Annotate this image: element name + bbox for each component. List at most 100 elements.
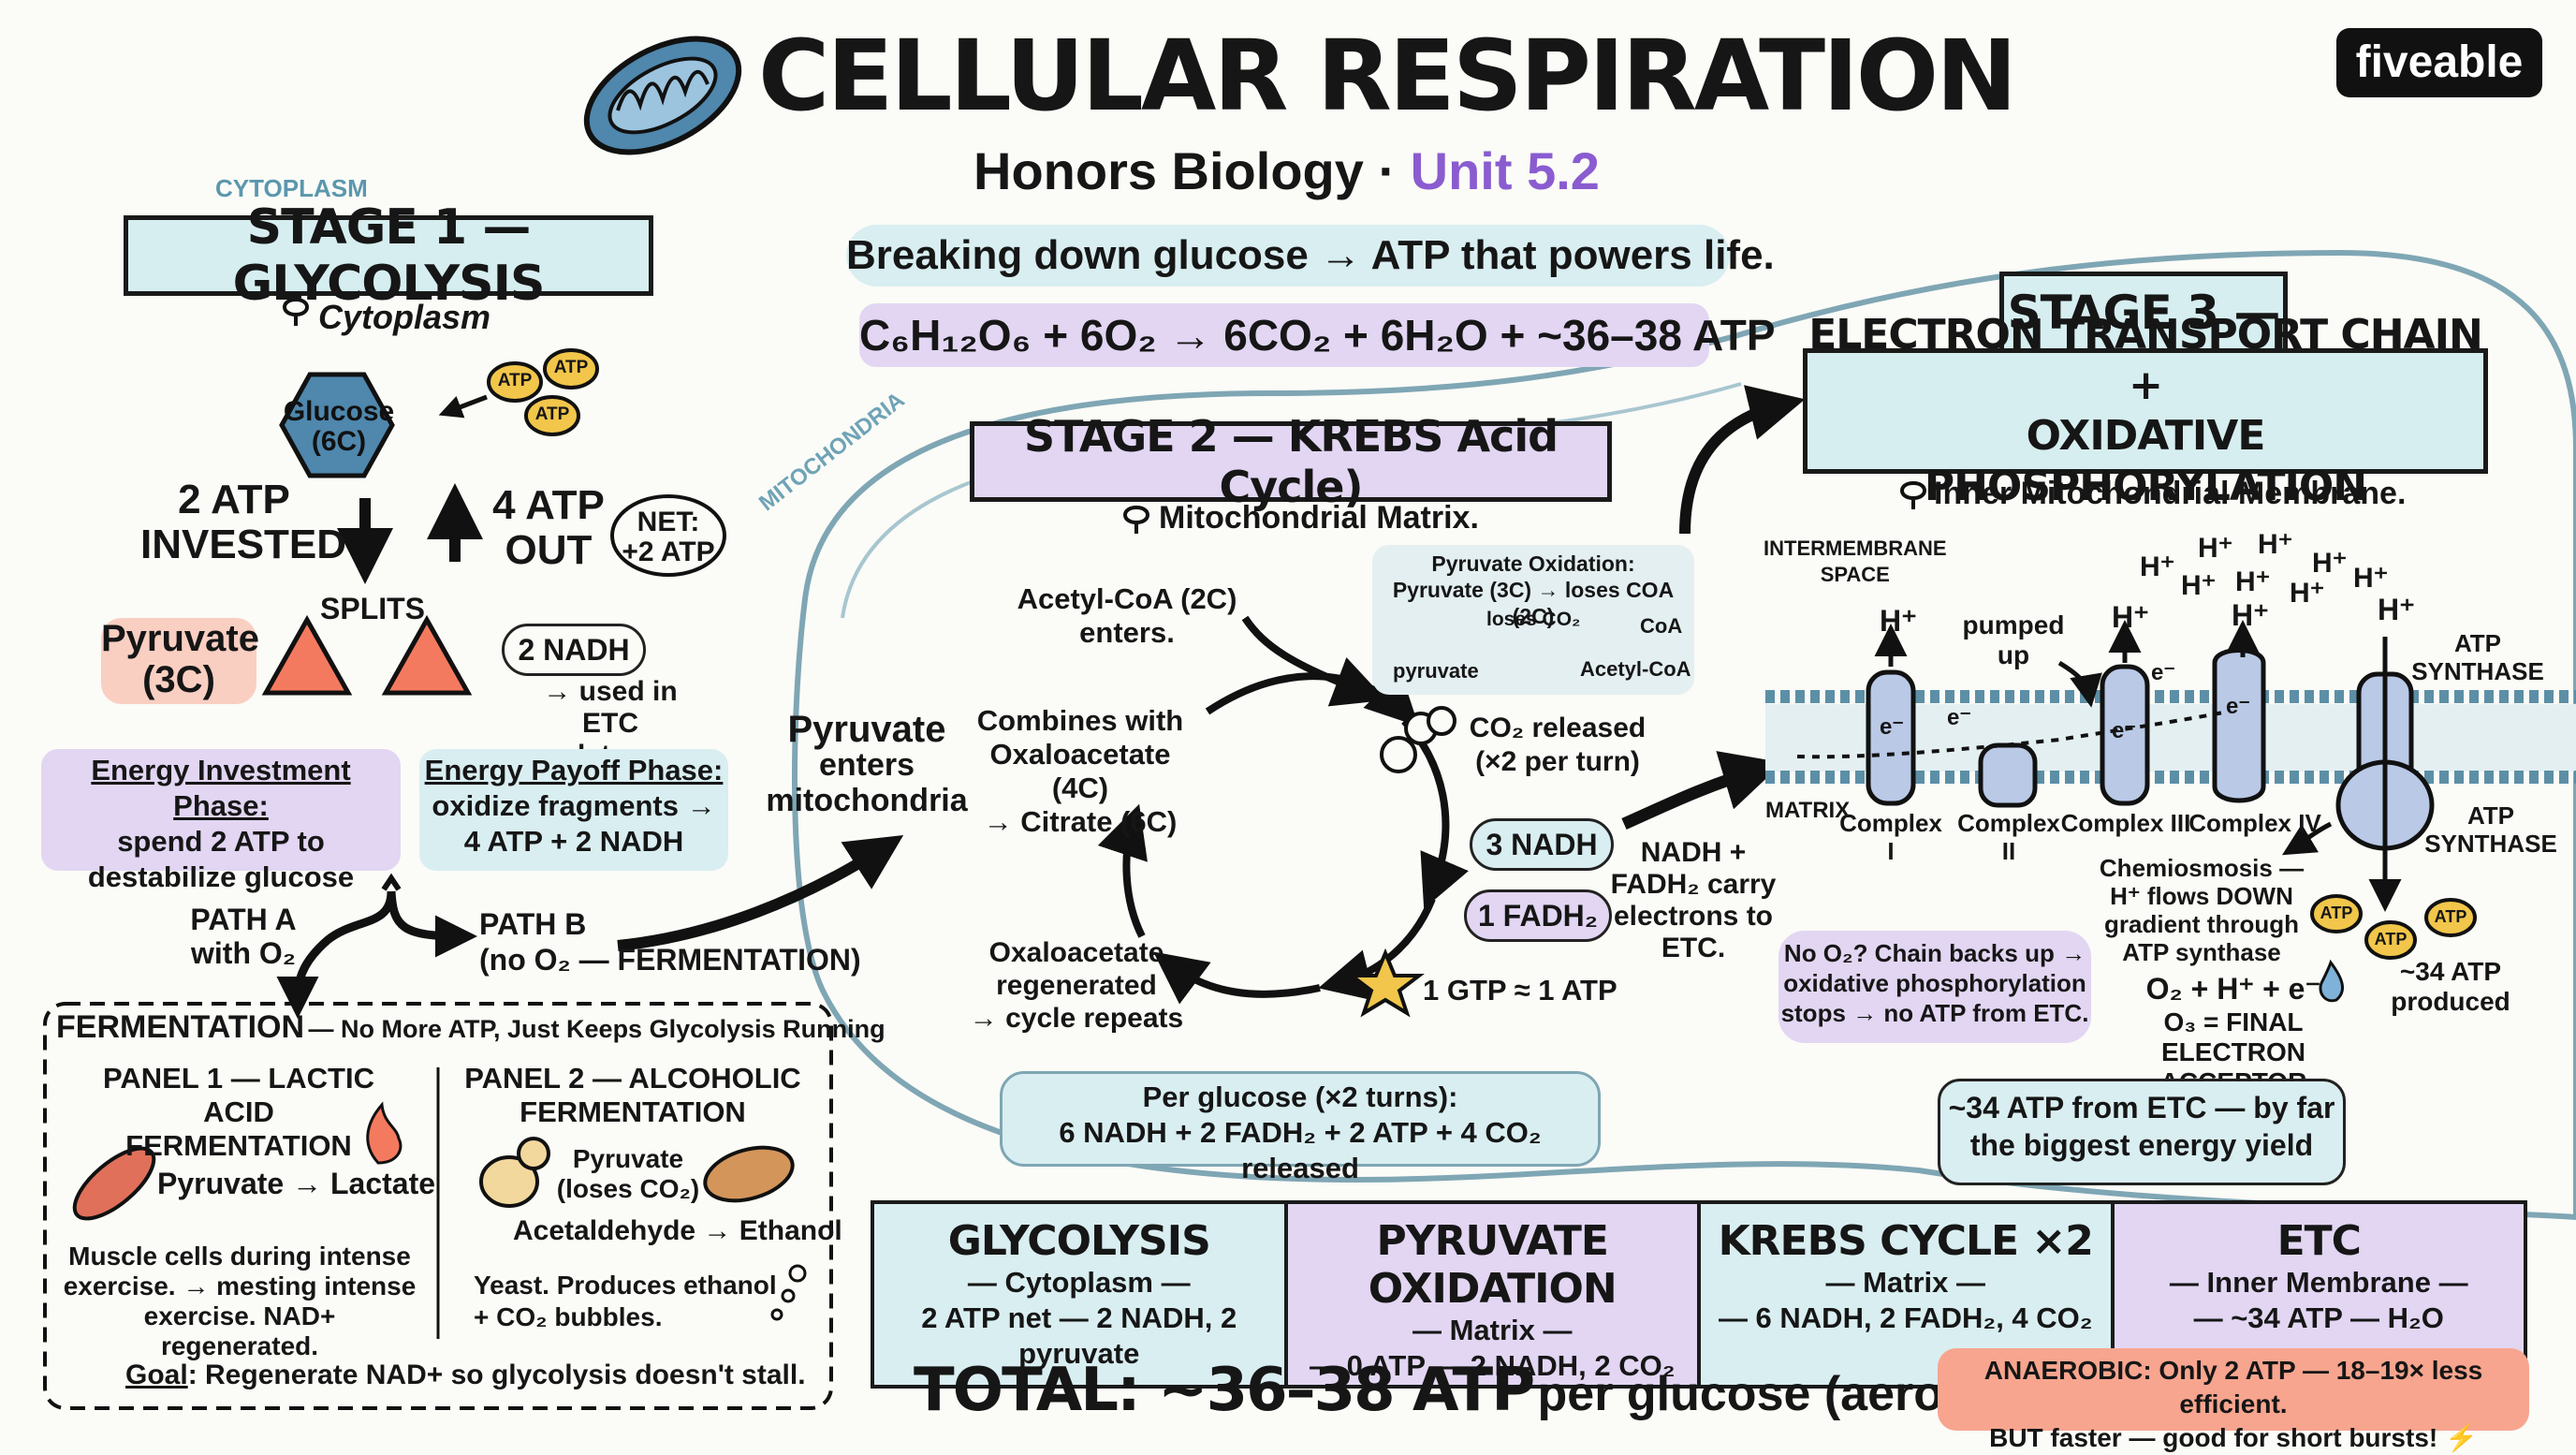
intermembrane-label: INTERMEMBRANE SPACE <box>1764 536 1947 586</box>
ox-pyruvate: pyruvate <box>1393 659 1479 683</box>
fire-icon <box>366 1101 402 1165</box>
cytoplasm-label: CYTOPLASM <box>215 174 368 202</box>
pumped-up: pumped up <box>1962 610 2065 669</box>
etc-yield-note: ~34 ATP from ETC — by far the biggest en… <box>1938 1079 2346 1185</box>
pin-icon <box>283 297 1926 534</box>
tagline: Breaking down glucose → ATP that powers … <box>846 225 1775 287</box>
panel1-note: Muscle cells during intense exercise. → … <box>63 1242 417 1360</box>
bread-icon <box>703 1145 795 1203</box>
summary-cell-pyruvate-oxidation: PYRUVATE OXIDATION — Matrix — — 0 ATP — … <box>1283 1200 1701 1389</box>
complex-3-label: Complex III <box>2060 809 2191 837</box>
oxaloacetate-regenerated: Oxaloacetate regenerated → cycle repeats <box>969 937 1184 1034</box>
h-plus-ion: H⁺ <box>2198 533 2233 564</box>
ox-acetyl: Acetyl-CoA <box>1580 657 1691 681</box>
yeast-icon <box>479 1137 550 1208</box>
panel2-title: PANEL 2 — ALCOHOLIC FERMENTATION <box>464 1062 801 1128</box>
complex-1-label: Complex I <box>1839 809 1942 865</box>
net-atp-circle <box>610 494 726 577</box>
synthase-coin-label-3: ATP <box>2434 907 2467 926</box>
h-plus-ion: H⁺ <box>2235 566 2271 597</box>
h-plus-ion: H⁺ <box>2112 600 2149 634</box>
h-plus-ion: H⁺ <box>2181 570 2217 601</box>
h-plus-ion: H⁺ <box>2312 548 2348 579</box>
stage1-banner: STAGE 1 — GLYCOLYSIS <box>124 199 653 312</box>
synthase-coin-label-1: ATP <box>2320 904 2353 922</box>
chemiosmosis-note: Chemiosmosis — H⁺ flows DOWN gradient th… <box>2099 854 2305 966</box>
total-atp: TOTAL: ~36–38 ATP per glucose (aerobic) <box>914 1356 2030 1425</box>
h-plus-ion: H⁺ <box>2353 563 2389 594</box>
electron: e⁻ <box>2151 660 2176 685</box>
stage3-banner-top: STAGE 3 — <box>1999 272 2288 354</box>
ox-coa: CoA <box>1640 614 1683 638</box>
atp-synthase-top-label: ATP SYNTHASE <box>2411 629 2544 685</box>
panel2-reaction: Pyruvate (loses CO₂) <box>556 1144 700 1203</box>
atp-coin-label-2: ATP <box>553 358 589 377</box>
electron: e⁻ <box>1880 714 1905 740</box>
electron: e⁻ <box>1947 705 1972 730</box>
fadh-badge-krebs: 1 FADH₂ <box>1464 889 1612 942</box>
stage1-location: Cytoplasm <box>318 298 491 336</box>
anaerobic-note: ANAEROBIC: Only 2 ATP — 18–19× less effi… <box>1938 1348 2529 1452</box>
stage2-banner: STAGE 2 — KREBS Acid Cycle) <box>970 411 1612 512</box>
complex-4-label: Complex IV <box>2188 809 2321 837</box>
investment-phase: Energy Investment Phase: spend 2 ATP to … <box>41 749 401 893</box>
electron: e⁻ <box>2226 694 2251 719</box>
nadh-badge-glycolysis: 2 NADH <box>502 624 646 676</box>
summary-row: GLYCOLYSIS — Cytoplasm — 2 ATP net — 2 N… <box>871 1200 2527 1389</box>
fermentation-title: FERMENTATION — No More ATP, Just Keeps G… <box>56 1009 886 1045</box>
synthase-coin-label-2: ATP <box>2374 930 2408 948</box>
glucose-label: Glucose (6C) <box>283 396 395 457</box>
gtp-label: 1 GTP ≈ 1 ATP <box>1423 974 1617 1007</box>
h-plus-ion: H⁺ <box>2378 593 2415 626</box>
atp-produced: ~34 ATP produced <box>2391 957 2510 1016</box>
panel2-note: Yeast. Produces ethanol + CO₂ bubbles. <box>474 1271 777 1331</box>
co2-cloud-icon <box>1380 706 1456 773</box>
pyruvate-label: Pyruvate (3C) <box>101 618 259 704</box>
subtitle: Honors Biology · Unit 5.2 <box>973 140 1722 201</box>
subtitle-unit: Unit 5.2 <box>1410 141 1600 200</box>
path-a: PATH A with O₂ <box>190 903 297 970</box>
summary-cell-krebs: KREBS CYCLE ×2 — Matrix — — 6 NADH, 2 FA… <box>1697 1200 2115 1389</box>
glucose-hexagon <box>279 372 395 478</box>
nadh-badge-krebs: 3 NADH <box>1470 818 1614 871</box>
payoff-phase: Energy Payoff Phase: oxidize fragments →… <box>419 749 728 871</box>
panel1-title: PANEL 1 — LACTIC ACID FERMENTATION <box>103 1062 374 1162</box>
fiveable-logo[interactable]: fiveable <box>2336 28 2542 97</box>
atp-invested: 2 ATP INVESTED <box>140 477 347 567</box>
electron: e⁻ <box>2112 718 2137 743</box>
stage2-location: Mitochondrial Matrix. <box>1159 500 1479 536</box>
water-drop-icon <box>2319 959 2345 1003</box>
gtp-star-icon <box>1346 948 1425 1018</box>
per-glucose-summary: Per glucose (×2 turns): 6 NADH + 2 FADH₂… <box>1000 1071 1601 1184</box>
pyruvate-enters: Pyruvate enters mitochondria <box>766 709 968 818</box>
acetyl-enters: Acetyl-CoA (2C) enters. <box>1017 582 1237 649</box>
pyruvate-triangle-2 <box>381 614 473 696</box>
co2-released: CO₂ released (×2 per turn) <box>1469 713 1647 777</box>
mitochondrion-icon <box>583 36 742 155</box>
path-b: PATH B (no O₂ — FERMENTATION) <box>479 907 861 977</box>
subtitle-course: Honors Biology · <box>973 141 1397 200</box>
bubbles-icon <box>770 1264 807 1321</box>
page-title: CELLULAR RESPIRATION <box>758 19 2017 133</box>
h-plus-ion: H⁺ <box>2258 529 2293 560</box>
summary-table: GLYCOLYSIS — Cytoplasm — 2 ATP net — 2 N… <box>871 1200 2527 1389</box>
fermentation-box <box>43 1002 833 1410</box>
h-plus-ion: H⁺ <box>2290 578 2325 609</box>
muscle-icon <box>72 1146 156 1221</box>
net-atp: NET: +2 ATP <box>622 507 715 567</box>
atp-out: 4 ATP OUT <box>492 482 605 573</box>
atp-coin-label-1: ATP <box>497 371 533 390</box>
no-oxygen-note: No O₂? Chain backs up → oxidative phosph… <box>1778 931 2091 1043</box>
h-plus-ion: H⁺ <box>1880 604 1917 638</box>
overall-equation: C₆H₁₂O₆ + 6O₂ → 6CO₂ + 6H₂O + ~36–38 ATP <box>859 303 1776 367</box>
atp-coin-label-3: ATP <box>534 404 570 424</box>
pyruvate-triangle-1 <box>261 614 353 696</box>
ox-loses: loses CO₂ <box>1486 609 1581 630</box>
panel2-reaction-2: Acetaldehyde → Ethanol <box>513 1215 842 1246</box>
combines-with: Combines with Oxaloacetate (4C) → Citrat… <box>976 704 1184 838</box>
complex-2-label: Complex II <box>1957 809 2060 865</box>
atp-coin-group-glycolysis <box>487 348 599 436</box>
stage3-banner: ELECTRON TRANSPORT CHAIN + OXIDATIVE PHO… <box>1803 311 2488 510</box>
matrix-label: MATRIX <box>1765 798 1851 823</box>
